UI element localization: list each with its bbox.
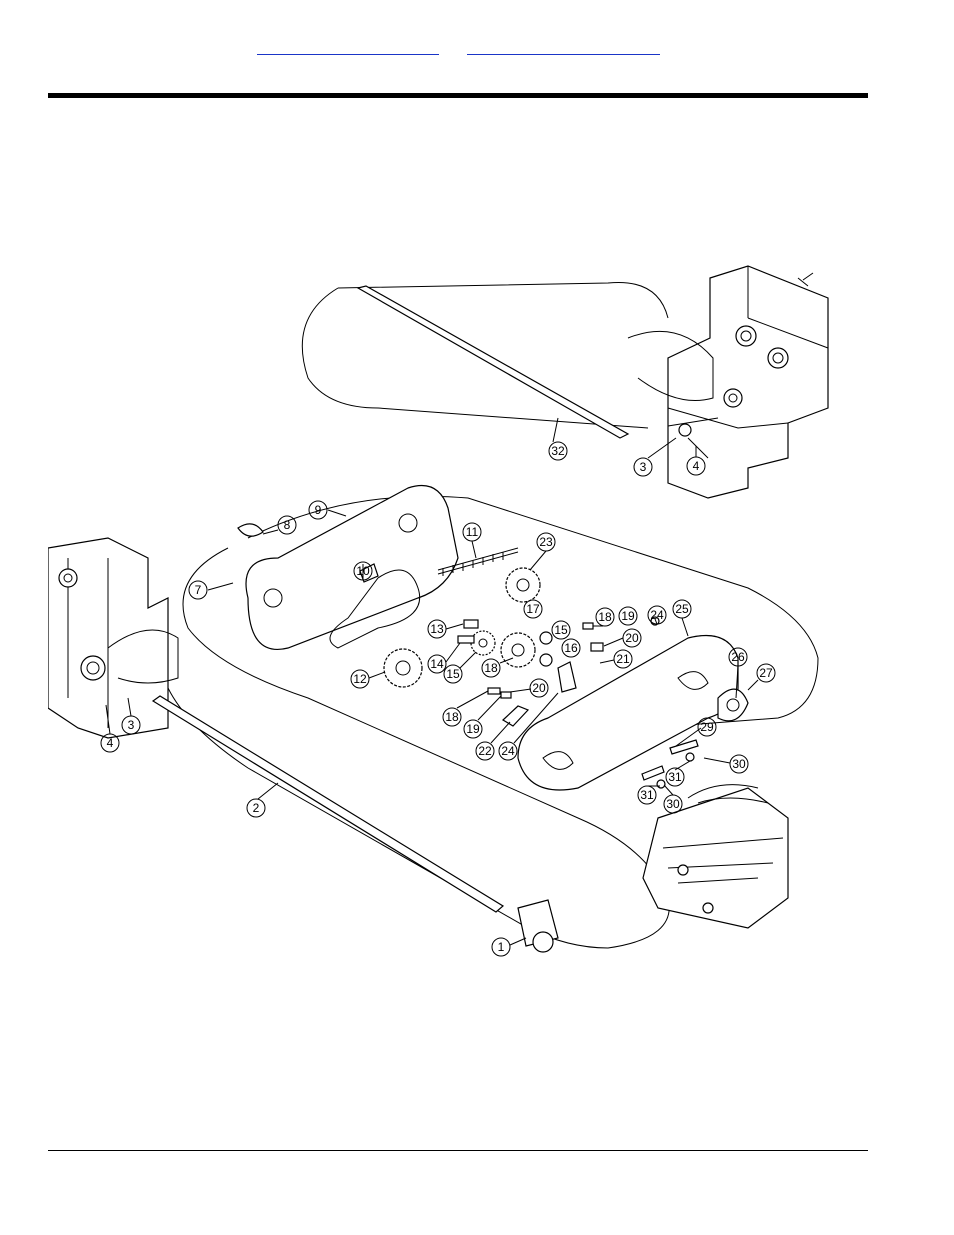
callout-1: 1 (498, 940, 505, 954)
callout-4: 4 (693, 459, 700, 473)
callout-22: 22 (478, 744, 492, 758)
callout-23: 23 (539, 535, 553, 549)
callout-32: 32 (551, 444, 565, 458)
callout-29: 29 (700, 720, 714, 734)
callout-20: 20 (625, 631, 639, 645)
callout-17: 17 (526, 602, 540, 616)
callout-13: 15 (446, 667, 460, 681)
callout-25: 24 (650, 608, 664, 622)
metering-unit (642, 784, 789, 929)
callout-21: 21 (616, 652, 630, 666)
sprocket-14 (500, 632, 536, 668)
callout-6: 8 (284, 518, 291, 532)
upper-shaft-bubble (301, 281, 719, 459)
callout-19: 19 (621, 609, 635, 623)
callout-10: 12 (353, 672, 367, 686)
chain (437, 547, 519, 576)
callout-27: 26 (731, 650, 745, 664)
chain-case-cover-right (517, 634, 739, 791)
callout-19b: 19 (466, 722, 480, 736)
callout-31b: 31 (640, 788, 654, 802)
header-link-2[interactable] (467, 36, 660, 55)
callout-16: 16 (564, 641, 578, 655)
callout-26: 25 (675, 602, 689, 616)
sprocket-13 (470, 630, 496, 656)
hardware (237, 523, 699, 789)
callout-4b: 4 (107, 736, 114, 750)
callout-2: 2 (253, 801, 260, 815)
callout-18: 18 (598, 610, 612, 624)
callouts: 32 3 4 9 8 7 10 11 23 17 (100, 417, 776, 957)
callout-31: 31 (668, 770, 682, 784)
callout-30b: 30 (666, 797, 680, 811)
upper-drive-housing (627, 265, 829, 499)
header-link-1[interactable] (257, 36, 439, 55)
parts-diagram: 32 3 4 9 8 7 10 11 23 17 (48, 265, 829, 957)
left-drive-housing (48, 537, 179, 739)
footer-rule (48, 1150, 868, 1151)
sprocket-10 (383, 648, 423, 688)
chain-case-cover-left (245, 484, 459, 650)
callout-5: 7 (195, 583, 202, 597)
callout-8: 10 (356, 564, 370, 578)
callout-12: 14 (430, 657, 444, 671)
lower-shaft (151, 695, 505, 913)
callout-20b: 20 (532, 681, 546, 695)
callout-7: 9 (315, 503, 322, 517)
callout-15: 15 (554, 623, 568, 637)
sprocket-23 (505, 567, 541, 603)
bushing (517, 899, 559, 953)
callout-11: 13 (430, 622, 444, 636)
callout-9: 11 (466, 525, 479, 539)
callout-3: 3 (640, 460, 647, 474)
callout-3b: 3 (128, 718, 135, 732)
flange-bearing (717, 688, 749, 722)
callout-30: 30 (732, 757, 746, 771)
callout-24: 24 (501, 744, 515, 758)
callout-14: 18 (484, 661, 498, 675)
callout-18b: 18 (445, 710, 459, 724)
header-rule (48, 93, 868, 98)
callout-28: 27 (759, 666, 773, 680)
